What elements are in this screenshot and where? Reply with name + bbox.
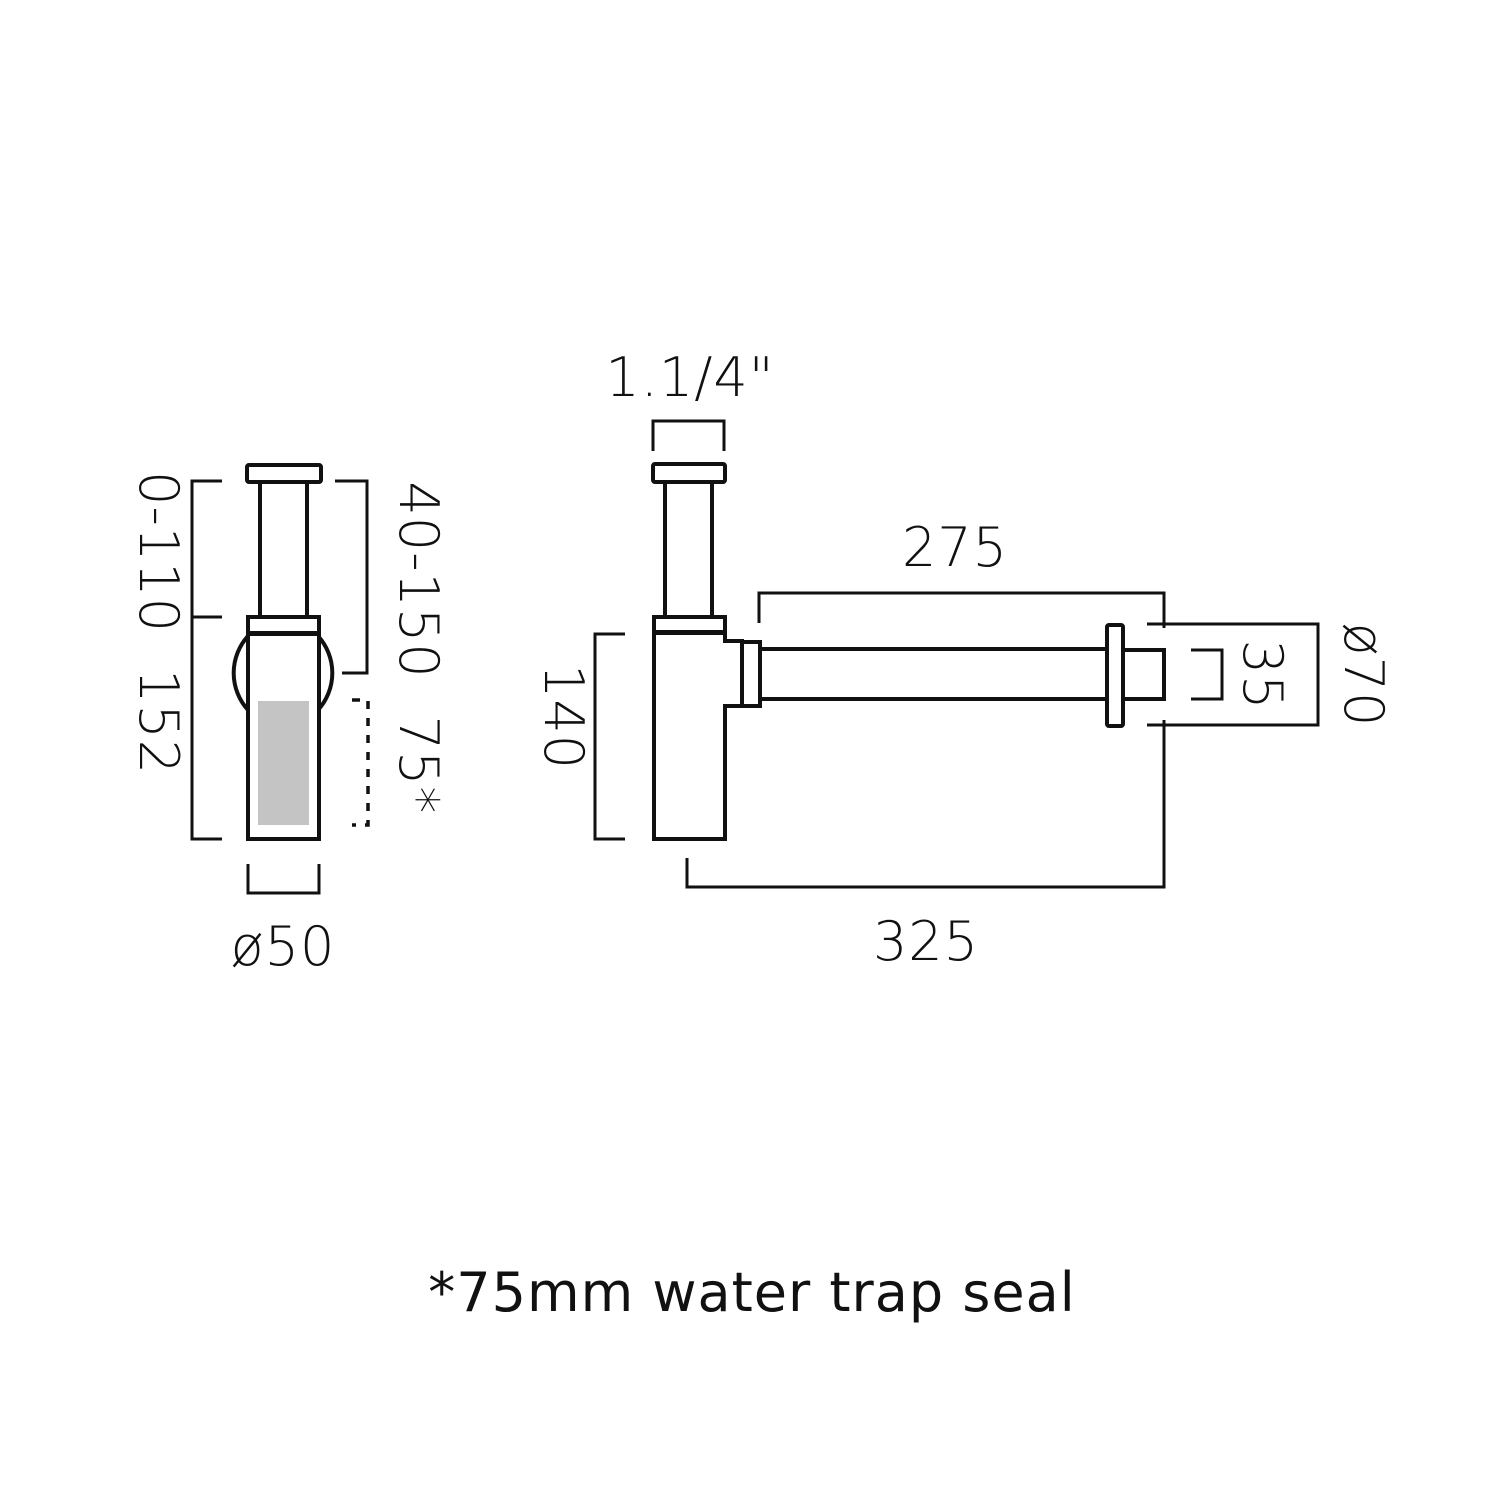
wall-flange <box>1105 623 1125 728</box>
dim-trap-height: 140 <box>532 664 595 770</box>
water-seal-fill <box>258 701 309 825</box>
dim-water-seal: 75* <box>387 716 450 815</box>
dim-overall-length: 325 <box>873 910 979 973</box>
outlet-nut <box>740 640 762 708</box>
dim-adjustable-height: 0-110 <box>127 471 190 633</box>
dim-flange-diameter: ø70 <box>1332 623 1395 728</box>
front-top-cap <box>651 462 727 484</box>
dim-body-diameter: ø50 <box>231 915 336 978</box>
side-top-cap <box>245 463 323 484</box>
dim-inlet-thread: 1.1/4" <box>605 346 774 409</box>
dim-body-height: 152 <box>127 669 190 775</box>
side-view: 0-110 152 40-150 75* ø50 <box>127 463 450 978</box>
footnote-water-seal: *75mm water trap seal <box>428 1261 1075 1324</box>
front-body <box>652 631 744 841</box>
side-round-flange <box>231 633 251 713</box>
dim-outlet-diameter: 35 <box>1231 640 1294 711</box>
dim-pipe-length: 275 <box>902 516 1008 579</box>
dim-tailpiece-range: 40-150 <box>387 481 450 678</box>
front-view: 1.1/4" 275 325 140 35 ø70 <box>532 346 1395 973</box>
